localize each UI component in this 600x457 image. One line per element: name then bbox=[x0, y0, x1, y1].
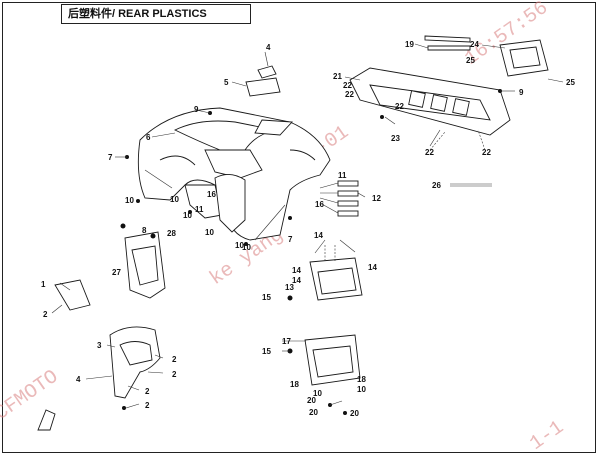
callout-14c: 14 bbox=[292, 276, 301, 285]
leader-lines bbox=[51, 43, 564, 409]
callout-25b: 25 bbox=[566, 78, 575, 87]
callout-4a: 4 bbox=[76, 375, 81, 384]
callout-14d: 14 bbox=[368, 263, 377, 272]
callout-2c: 2 bbox=[172, 370, 177, 379]
front-direction-arrow bbox=[37, 409, 56, 431]
callout-9a: 9 bbox=[194, 105, 199, 114]
mud-flap-bracket bbox=[124, 231, 166, 299]
callout-15b: 15 bbox=[262, 347, 271, 356]
callout-13: 13 bbox=[285, 283, 294, 292]
callout-9b: 9 bbox=[519, 88, 524, 97]
watermark: CFMOTO ke yang -01 16:57:56 1-1 bbox=[0, 0, 569, 456]
callout-26: 26 bbox=[432, 181, 441, 190]
callout-27: 27 bbox=[112, 268, 121, 277]
callout-22e: 22 bbox=[482, 148, 491, 157]
callout-22b: 22 bbox=[345, 90, 354, 99]
callout-25a: 25 bbox=[466, 56, 475, 65]
callout-11b: 11 bbox=[338, 171, 347, 180]
callout-2a: 2 bbox=[43, 310, 48, 319]
diagram-frame bbox=[2, 2, 596, 453]
callout-10d: 10 bbox=[205, 228, 214, 237]
callout-10g: 10 bbox=[313, 389, 322, 398]
callout-21: 21 bbox=[333, 72, 342, 81]
callout-2e: 2 bbox=[145, 401, 150, 410]
callout-18b: 18 bbox=[357, 375, 366, 384]
reflector-strips bbox=[337, 180, 359, 217]
callout-3: 3 bbox=[97, 341, 102, 350]
callout-15a: 15 bbox=[262, 293, 271, 302]
callout-11a: 11 bbox=[195, 205, 204, 214]
callout-22c: 22 bbox=[395, 102, 404, 111]
callout-2b: 2 bbox=[172, 355, 177, 364]
storage-box-upper bbox=[309, 257, 363, 301]
callout-8: 8 bbox=[142, 226, 147, 235]
callout-10f: 10 bbox=[242, 243, 251, 252]
callout-14b: 14 bbox=[292, 266, 301, 275]
top-cover bbox=[245, 65, 281, 97]
callout-22d: 22 bbox=[425, 148, 434, 157]
callout-7b: 7 bbox=[288, 235, 293, 244]
callout-18a: 18 bbox=[290, 380, 299, 389]
callout-16b: 16 bbox=[315, 200, 324, 209]
callout-10c: 10 bbox=[183, 211, 192, 220]
small-bracket bbox=[54, 279, 91, 311]
rear-rack bbox=[349, 35, 549, 187]
callout-10e: 10 bbox=[235, 241, 244, 250]
callout-24: 24 bbox=[470, 40, 479, 49]
watermark-tail: 1-1 bbox=[526, 416, 569, 455]
rear-fender bbox=[137, 107, 331, 241]
callout-1: 1 bbox=[41, 280, 46, 289]
side-guard bbox=[109, 326, 161, 399]
callout-20c: 20 bbox=[350, 409, 359, 418]
callout-14a: 14 bbox=[314, 231, 323, 240]
callout-23: 23 bbox=[391, 134, 400, 143]
callout-7a: 7 bbox=[108, 153, 113, 162]
callout-10a: 10 bbox=[125, 196, 134, 205]
callout-2d: 2 bbox=[145, 387, 150, 396]
callout-12: 12 bbox=[372, 194, 381, 203]
callout-17: 17 bbox=[282, 337, 291, 346]
callout-labels: 1 2 2 2 2 2 3 4 4 5 6 7 7 8 9 9 10 10 10… bbox=[41, 40, 575, 418]
callout-22a: 22 bbox=[343, 81, 352, 90]
callout-20a: 20 bbox=[307, 396, 316, 405]
callout-5: 5 bbox=[224, 78, 229, 87]
callout-28: 28 bbox=[167, 229, 176, 238]
callout-10b: 10 bbox=[170, 195, 179, 204]
callout-16a: 16 bbox=[207, 190, 216, 199]
callout-6: 6 bbox=[146, 133, 151, 142]
page-title: 后塑料件/ REAR PLASTICS bbox=[61, 4, 251, 24]
callout-10h: 10 bbox=[357, 385, 366, 394]
callout-20b: 20 bbox=[309, 408, 318, 417]
callout-4b: 4 bbox=[266, 43, 271, 52]
inner-liner bbox=[214, 174, 246, 233]
storage-box-lower bbox=[304, 334, 361, 386]
callout-19: 19 bbox=[405, 40, 414, 49]
